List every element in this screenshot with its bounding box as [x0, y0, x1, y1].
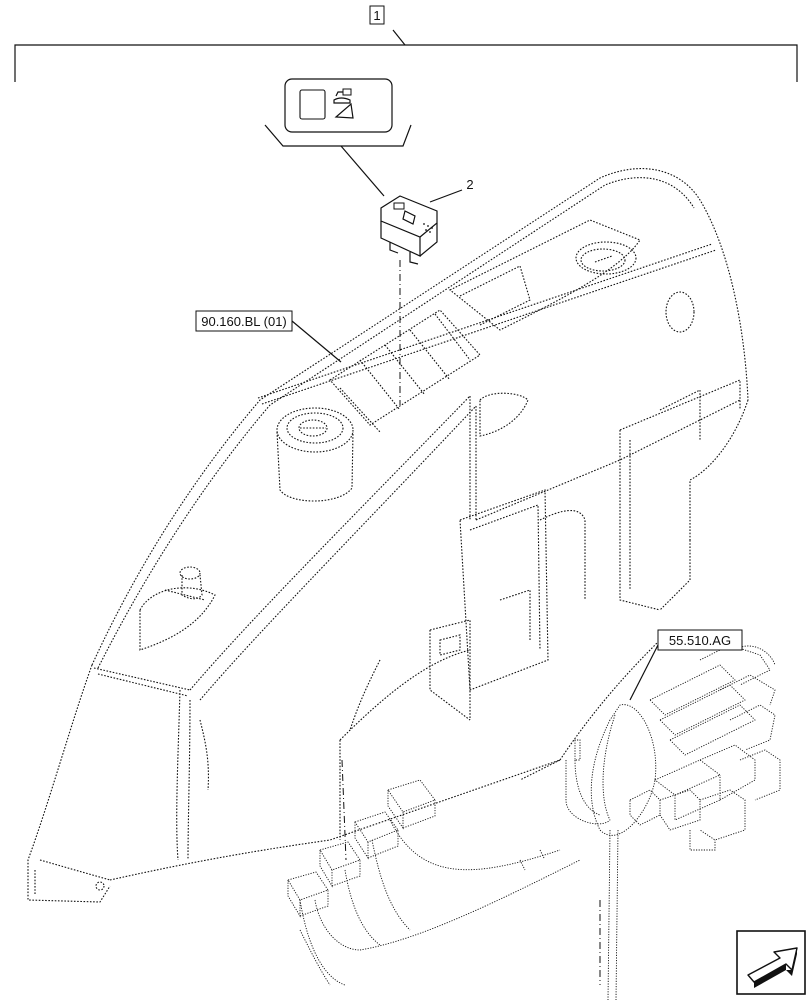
rocker-switch-part	[380, 195, 438, 265]
callout-item-1-label: 1	[373, 8, 380, 23]
callout-ref-harness: 55.510.AG	[629, 629, 743, 701]
assembly-bracket	[14, 29, 798, 82]
lower-harness	[287, 779, 581, 986]
callout-item-2-label: 2	[466, 177, 473, 192]
callout-ref-harness-label: 55.510.AG	[669, 633, 731, 648]
next-page-arrow-icon[interactable]	[736, 930, 806, 995]
symbol-bracket	[264, 124, 412, 147]
callout-item-1: 1	[369, 5, 385, 25]
callout-ref-console-label: 90.160.BL (01)	[201, 314, 287, 329]
harness-centerline	[341, 759, 347, 861]
side-console	[27, 168, 749, 903]
right-harness	[565, 644, 781, 1000]
callout-ref-console: 90.160.BL (01)	[195, 310, 342, 363]
rocker-switch-symbol-icon	[284, 78, 393, 133]
callout-item-2: 2	[429, 177, 474, 203]
symbol-leader	[340, 145, 385, 197]
